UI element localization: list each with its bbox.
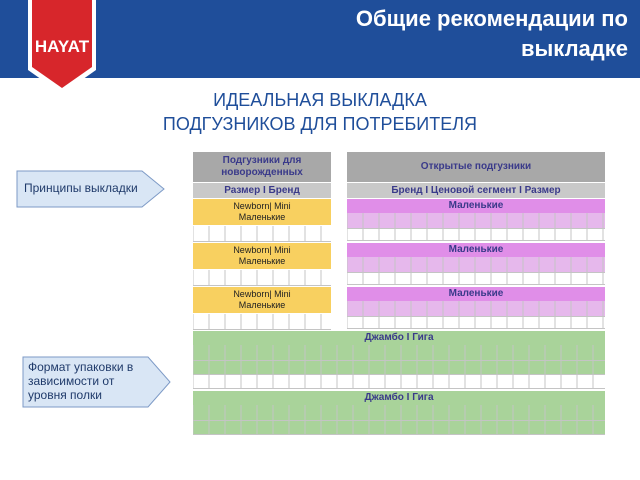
jumbo-grid-1b [193,361,605,375]
newborn-shelf-2: Newborn| Mini Маленькие [193,243,331,269]
jumbo-grid-1c [193,375,605,389]
newborn-shelf-1-line-1: Newborn| Mini [233,201,291,211]
open-shelf-1: Маленькие [347,199,605,213]
newborn-grid-2 [193,270,331,286]
format-label-line-1: Формат упаковки в [28,360,134,374]
open-grid-3a [347,301,605,317]
open-header: Открытые подгузники [347,152,605,182]
hayat-logo: HAYAT [24,0,100,96]
principles-callout: Принципы выкладки [16,170,166,208]
newborn-shelf-1: Newborn| Mini Маленькие [193,199,331,225]
principles-label: Принципы выкладки [24,181,138,195]
newborn-header: Подгузники для новорожденных [193,152,331,182]
svg-text:HAYAT: HAYAT [35,37,90,56]
section-subtitle: ИДЕАЛЬНАЯ ВЫКЛАДКА ПОДГУЗНИКОВ ДЛЯ ПОТРЕ… [0,88,640,136]
subtitle-line-2: ПОДГУЗНИКОВ ДЛЯ ПОТРЕБИТЕЛЯ [162,114,478,134]
open-grid-3b [347,317,605,329]
open-grid-1b [347,229,605,241]
newborn-header-line-2: новорожденных [221,167,303,178]
newborn-shelf-2-line-2: Маленькие [238,256,286,266]
newborn-shelf-3-line-1: Newborn| Mini [233,289,291,299]
jumbo-grid-2a [193,405,605,421]
open-grid-2a [347,257,605,273]
header-bar: HAYAT Общие рекомендации по выкладке [0,0,640,94]
open-grid-1a [347,213,605,229]
jumbo-shelf-1: Джамбо I Гига [193,331,605,345]
jumbo-shelf-2: Джамбо I Гига [193,391,605,405]
newborn-shelf-2-line-1: Newborn| Mini [233,245,291,255]
open-shelf-3: Маленькие [347,287,605,301]
subtitle-line-1: ИДЕАЛЬНАЯ ВЫКЛАДКА [213,90,427,110]
open-shelf-2: Маленькие [347,243,605,257]
title-line-2: выкладке [520,36,628,61]
jumbo-grid-1a [193,345,605,361]
newborn-header-line-1: Подгузники для [222,155,302,166]
jumbo-grid-2b [193,421,605,435]
newborn-shelf-3: Newborn| Mini Маленькие [193,287,331,313]
newborn-subheader: Размер I Бренд [193,183,331,198]
format-callout: Формат упаковки в зависимости от уровня … [22,356,172,408]
format-label-line-3: уровня полки [28,388,102,402]
open-grid-2b [347,273,605,285]
newborn-shelf-1-line-2: Маленькие [238,212,286,222]
format-label-line-2: зависимости от [28,374,115,388]
newborn-grid-1 [193,226,331,242]
title-line-1: Общие рекомендации по [355,6,628,31]
page-title: Общие рекомендации по выкладке [356,4,628,64]
open-subheader: Бренд I Ценовой сегмент I Размер [347,183,605,198]
newborn-shelf-3-line-2: Маленькие [238,300,286,310]
newborn-grid-3 [193,314,331,330]
